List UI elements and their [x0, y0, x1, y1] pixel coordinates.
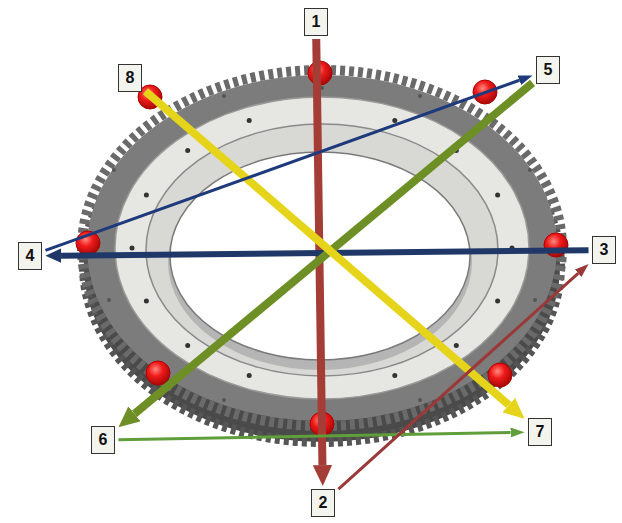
- callout-number: 5: [544, 60, 553, 80]
- callout-number: 3: [600, 240, 609, 260]
- callout-box: 7: [528, 418, 553, 446]
- callout-box: 6: [91, 426, 116, 454]
- callout-box: 5: [536, 56, 561, 84]
- callout-box: 2: [311, 489, 336, 517]
- callout-number: 6: [99, 430, 108, 450]
- callout-number: 4: [26, 246, 35, 266]
- callout-box: 3: [592, 236, 617, 264]
- callout-box: 1: [304, 8, 329, 36]
- callout-number: 8: [126, 68, 135, 88]
- callout-box: 4: [18, 242, 43, 270]
- callout-number: 7: [536, 422, 545, 442]
- callout-number: 2: [319, 493, 328, 513]
- callout-number: 1: [312, 12, 321, 32]
- force-arrow: [118, 433, 510, 440]
- force-arrow: [134, 83, 532, 414]
- force-arrow: [145, 91, 508, 405]
- callout-box: 8: [118, 64, 143, 92]
- force-arrow: [338, 273, 578, 489]
- force-arrow: [45, 80, 519, 250]
